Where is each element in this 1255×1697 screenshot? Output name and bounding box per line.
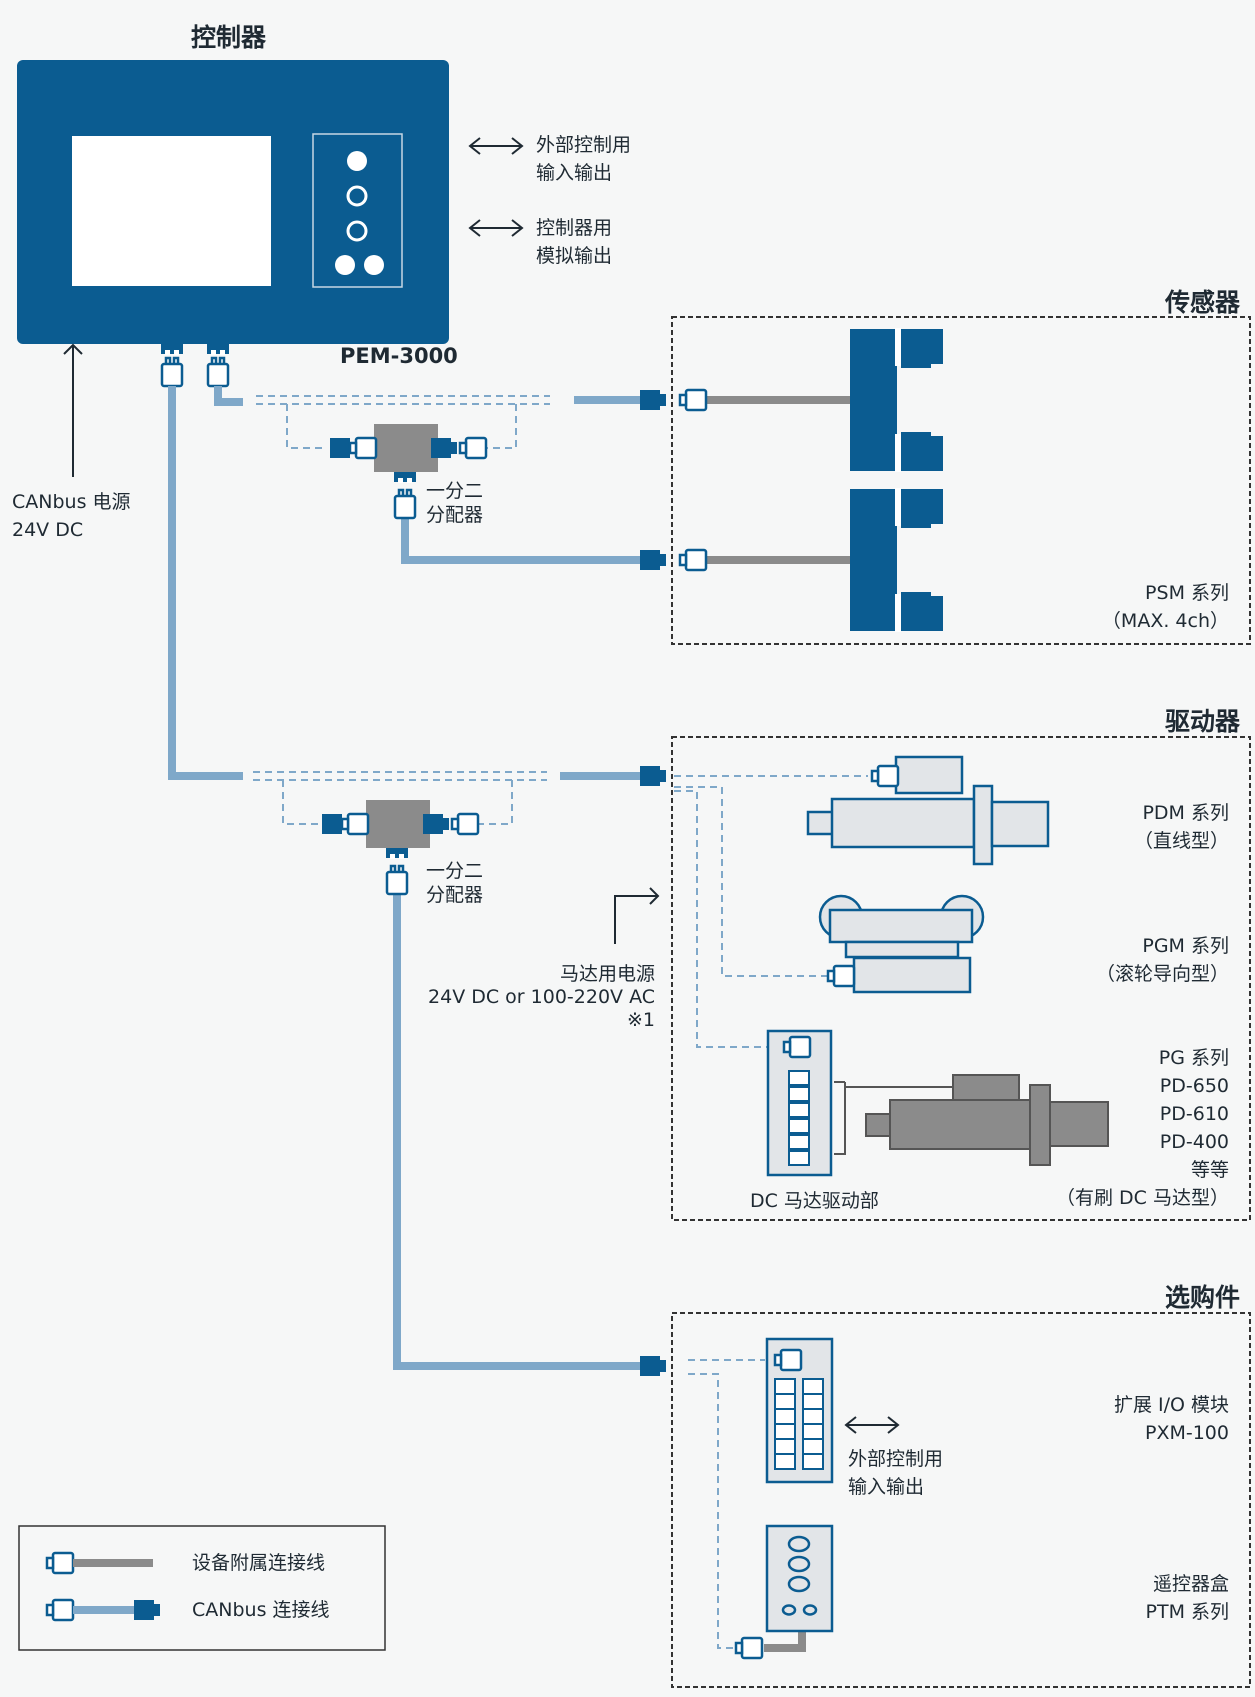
power-arrow-icon xyxy=(63,343,660,944)
double-arrow-icon xyxy=(468,137,900,1434)
controller-button xyxy=(364,255,384,275)
controller-button xyxy=(335,255,355,275)
options-title: 选购件 xyxy=(1165,1283,1241,1312)
pgm-label-2: （滚轮导向型） xyxy=(1095,963,1229,985)
motor-power-label-2: 24V DC or 100-220V AC xyxy=(428,986,655,1008)
controller-button xyxy=(346,220,368,242)
pg-label-2: PD-650 xyxy=(1159,1075,1229,1097)
pg-label-4: PD-400 xyxy=(1159,1131,1229,1153)
controller-unit xyxy=(17,60,449,344)
pg-label-6: （有刷 DC 马达型） xyxy=(1056,1187,1229,1209)
legend-canbus-cable-label: CANbus 连接线 xyxy=(192,1599,330,1621)
analog-out-label-1: 控制器用 xyxy=(536,217,613,239)
controller-screen xyxy=(72,136,271,286)
controller-ports xyxy=(160,344,230,388)
psm-channels-label: （MAX. 4ch） xyxy=(1101,610,1229,632)
controller-button xyxy=(347,151,367,171)
splitter-top xyxy=(330,424,488,520)
pdm-label-2: （直线型） xyxy=(1133,830,1229,852)
ptm-label-2: PTM 系列 xyxy=(1145,1601,1230,1623)
controller-button xyxy=(346,185,368,207)
pg-label-1: PG 系列 xyxy=(1158,1047,1229,1069)
pdm-label-1: PDM 系列 xyxy=(1142,802,1229,824)
group-boxes xyxy=(671,316,1251,1688)
ptm-remote-box xyxy=(765,1524,834,1633)
power-label-2: 24V DC xyxy=(12,519,84,541)
canbus-cables xyxy=(168,386,640,1370)
drivers-title: 驱动器 xyxy=(1165,707,1241,736)
legend-box xyxy=(18,1525,386,1651)
psm-series-label: PSM 系列 xyxy=(1145,582,1229,604)
controller-title: 控制器 xyxy=(191,23,267,52)
ptm-label-1: 遥控器盒 xyxy=(1152,1573,1229,1595)
pxm-label-1: 扩展 I/O 模块 xyxy=(1113,1394,1229,1416)
dashed-links xyxy=(253,395,868,1649)
motor-power-label-1: 马达用电源 xyxy=(559,963,655,985)
dc-motor-driver-label: DC 马达驱动部 xyxy=(750,1190,879,1212)
ext-io-label-1: 外部控制用 xyxy=(536,134,632,156)
pg-label-3: PD-610 xyxy=(1159,1103,1229,1125)
motor-power-note: ※1 xyxy=(626,1009,655,1031)
pxm-label-2: PXM-100 xyxy=(1145,1422,1229,1444)
driver-pgm xyxy=(818,894,985,994)
ext-io-label-2: 输入输出 xyxy=(536,162,613,184)
dc-motor-driver-unit xyxy=(766,1029,833,1177)
pxm-io-label-1: 外部控制用 xyxy=(848,1448,944,1470)
sensors-title: 传感器 xyxy=(1165,288,1241,317)
pg-label-5: 等等 xyxy=(1190,1159,1229,1181)
splitter-label-bottom-2: 分配器 xyxy=(426,884,484,906)
splitter-label-top-2: 分配器 xyxy=(426,504,484,526)
splitter-label-bottom-1: 一分二 xyxy=(426,860,484,882)
pgm-label-1: PGM 系列 xyxy=(1142,935,1229,957)
splitter-label-top-1: 一分二 xyxy=(426,480,484,502)
driver-pdm xyxy=(806,755,1050,866)
sensor-psm-1 xyxy=(850,328,943,472)
controller-button-panel xyxy=(312,133,403,288)
analog-out-label-2: 模拟输出 xyxy=(536,245,613,267)
power-label-1: CANbus 电源 xyxy=(12,491,131,513)
splitter-bottom xyxy=(322,800,480,896)
driver-pg-motor xyxy=(865,1074,1109,1166)
pxm-io-label-2: 输入输出 xyxy=(848,1476,925,1498)
controller-model: PEM-3000 xyxy=(340,344,458,368)
legend-device-cable-label: 设备附属连接线 xyxy=(192,1552,326,1574)
sensor-psm-2 xyxy=(850,488,943,632)
